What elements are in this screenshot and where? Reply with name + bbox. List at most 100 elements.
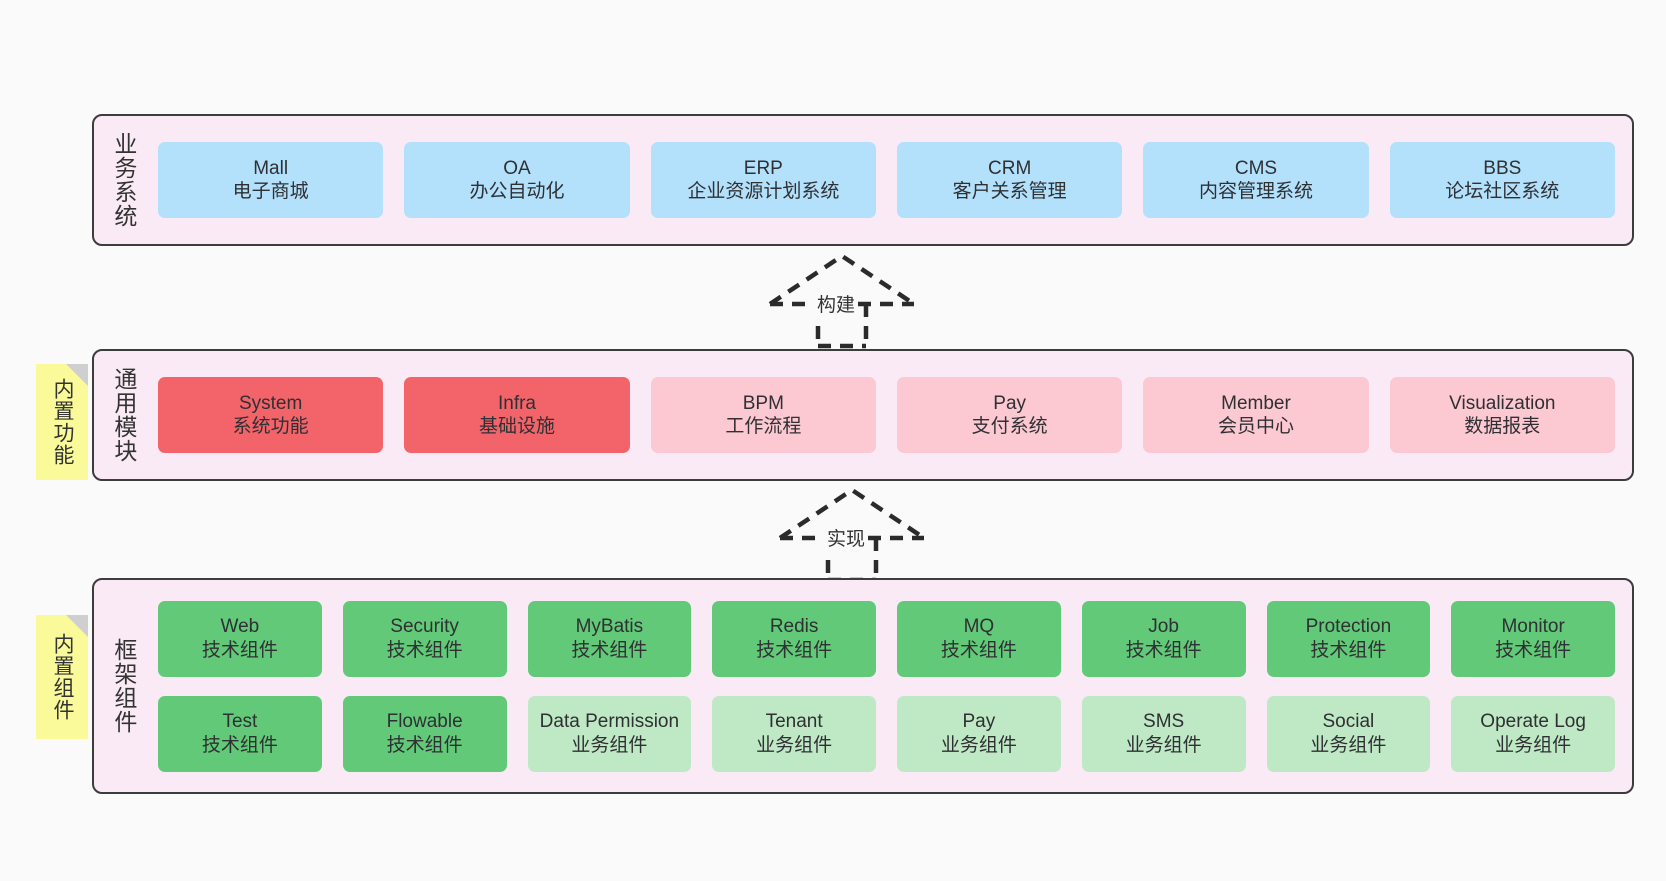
module-desc: 系统功能 [232,416,309,437]
module-name: Flowable [386,711,463,733]
module-desc: 技术组件 [201,734,278,756]
module-desc: 技术组件 [1310,639,1387,661]
module-desc: 技术组件 [1125,639,1202,661]
module-name: Monitor [1501,616,1565,638]
module-name: Redis [769,616,819,638]
module-name: CRM [988,157,1032,179]
module-name: Protection [1305,616,1392,638]
module-name: Operate Log [1480,711,1586,733]
module-desc: 技术组件 [386,639,463,661]
module-name: Social [1322,711,1375,733]
module-desc: 技术组件 [756,639,833,661]
module-desc: 业务组件 [756,734,833,756]
module-name: Tenant [765,711,823,733]
module-desc: 业务组件 [1310,734,1387,756]
module-desc: 数据报表 [1464,416,1541,437]
module-desc: 业务组件 [1125,734,1202,756]
module-name: SMS [1143,711,1185,733]
module-desc: 企业资源计划系统 [687,181,840,202]
module-name: Mall [253,157,289,179]
connector-build-label: 构建 [814,290,859,317]
module-name: Security [390,616,459,638]
module-desc: 论坛社区系统 [1445,181,1560,202]
module-name: Member [1221,392,1291,414]
module-name: BPM [742,392,784,414]
module-desc: 会员中心 [1217,416,1294,437]
module-name: Infra [497,392,536,414]
connector-build: 构建 [752,250,932,350]
module-desc: 办公自动化 [469,181,565,202]
module-name: ERP [743,157,783,179]
connector-realize-label: 实现 [824,524,869,551]
module-name: Web [220,616,260,638]
module-desc: 电子商城 [232,181,309,202]
module-desc: 技术组件 [201,639,278,661]
sticky-note-builtin-components: 内置组件 [36,615,88,739]
module-desc: 内容管理系统 [1198,181,1313,202]
layer-title-business-systems: 业务系统 [110,132,137,228]
module-name: CMS [1234,157,1278,179]
module-desc: 技术组件 [386,734,463,756]
module-name: Job [1148,616,1179,638]
module-name: Pay [993,392,1027,414]
arrowhead-triangle [768,253,916,306]
module-desc: 基础设施 [478,416,555,437]
module-desc: 技术组件 [571,639,648,661]
layer-title-common-modules: 通用模块 [110,367,137,463]
module-desc: 业务组件 [1495,734,1572,756]
sticky-note-builtin-features-label: 内置功能 [50,378,74,466]
module-desc: 工作流程 [725,416,802,437]
module-name: Visualization [1449,392,1556,414]
module-name: MyBatis [575,616,644,638]
connector-realize: 实现 [762,484,942,584]
arrowhead-triangle [778,487,926,540]
module-desc: 客户关系管理 [952,181,1067,202]
module-desc: 技术组件 [940,639,1017,661]
module-desc: 业务组件 [571,734,648,756]
module-desc: 技术组件 [1495,639,1572,661]
module-name: System [238,392,303,414]
module-name: Data Permission [539,711,680,733]
sticky-note-builtin-features: 内置功能 [36,364,88,480]
module-desc: 支付系统 [971,416,1048,437]
module-name: MQ [963,616,995,638]
